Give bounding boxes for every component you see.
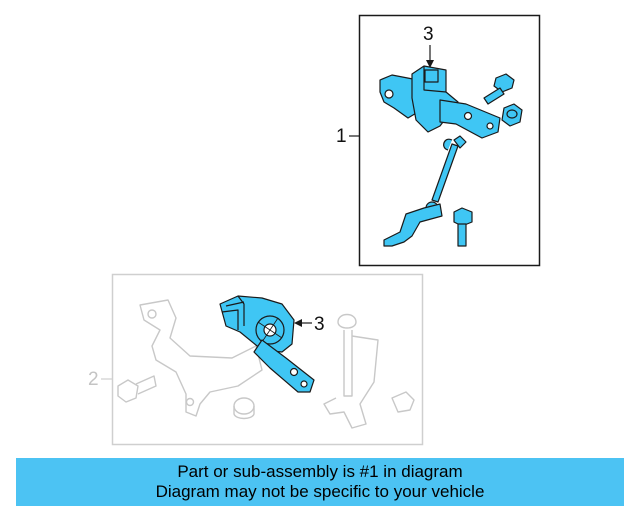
callout-3-bottom-label: 3 [314, 314, 325, 335]
nut-top [501, 103, 523, 127]
bolt-lower [453, 207, 473, 247]
bolt-ghost [117, 375, 157, 403]
link-ghost [323, 313, 415, 429]
height-sensor-bottom [219, 295, 315, 393]
bolt-top [483, 73, 515, 105]
callout-3-top-label: 3 [423, 24, 434, 45]
banner-line-1: Part or sub-assembly is #1 in diagram [177, 462, 463, 481]
callout-1-label: 1 [336, 126, 347, 147]
banner-line-2: Diagram may not be specific to your vehi… [155, 482, 485, 501]
assembly-1-group: 1 3 [336, 14, 541, 267]
assembly-2-frame [111, 273, 424, 446]
callout-2-label: 2 [88, 369, 99, 390]
callout-3-top-arrow [426, 60, 434, 68]
assembly-1-frame [358, 14, 541, 267]
parts-diagram: 1 3 [88, 14, 541, 446]
assembly-2-group: 2 [88, 273, 424, 446]
info-banner: Part or sub-assembly is #1 in diagram Di… [16, 458, 624, 506]
callout-3-bottom-arrow [294, 319, 302, 327]
bracket-ghost [139, 299, 263, 417]
height-sensor-top [379, 65, 501, 247]
nut-ghost [233, 397, 255, 420]
